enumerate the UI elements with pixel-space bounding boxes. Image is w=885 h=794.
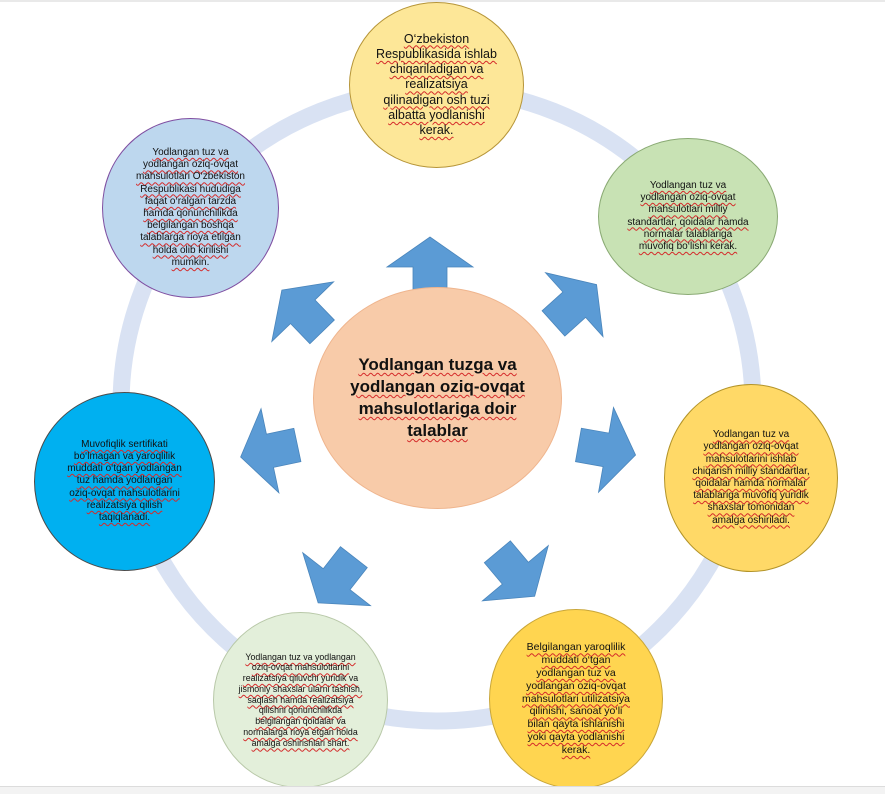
center-circle: Yodlangan tuzga va yodlangan oziq-ovqat … [313, 287, 562, 509]
requirement-circle-lower-right: Belgilangan yaroqlilik muddati o‘tgan yo… [489, 609, 663, 789]
requirement-text: Yodlangan tuz va yodlangan oziq-ovqat ma… [238, 651, 363, 748]
requirement-circle-right: Yodlangan tuz va yodlangan oziq-ovqat ma… [664, 384, 838, 572]
arrow-6 [240, 407, 302, 495]
requirement-circle-left: Muvofiqlik sertifikati bo‘lmagan va yaro… [34, 392, 215, 571]
center-title: Yodlangan tuzga va yodlangan oziq-ovqat … [350, 354, 525, 441]
requirement-text: Yodlangan tuz va yodlangan oziq-ovqat ma… [692, 429, 810, 526]
arrow-group [240, 236, 637, 607]
page-bottom-edge [0, 786, 885, 794]
requirement-circle-upper-left: Yodlangan tuz va yodlangan oziq-ovqat ma… [102, 118, 279, 298]
requirement-text: O‘zbekiston Respublikasida ishlab chiqar… [376, 31, 497, 138]
arrow-2 [541, 272, 604, 338]
requirement-text: Yodlangan tuz va yodlangan oziq-ovqat ma… [136, 147, 245, 268]
page-top-edge [0, 0, 885, 2]
requirement-text: Muvofiqlik sertifikati bo‘lmagan va yaro… [67, 438, 182, 523]
requirement-text: Belgilangan yaroqlilik muddati o‘tgan yo… [522, 641, 630, 756]
arrow-5 [301, 546, 372, 607]
requirement-circle-lower-left: Yodlangan tuz va yodlangan oziq-ovqat ma… [213, 612, 388, 788]
requirement-circle-upper-right: Yodlangan tuz va yodlangan oziq-ovqat ma… [598, 138, 778, 295]
requirement-circle-top: O‘zbekiston Respublikasida ishlab chiqar… [349, 2, 524, 168]
requirement-text: Yodlangan tuz va yodlangan oziq-ovqat ma… [627, 179, 749, 252]
arrow-4 [481, 540, 550, 602]
arrow-3 [575, 406, 637, 494]
arrow-7 [271, 281, 335, 345]
